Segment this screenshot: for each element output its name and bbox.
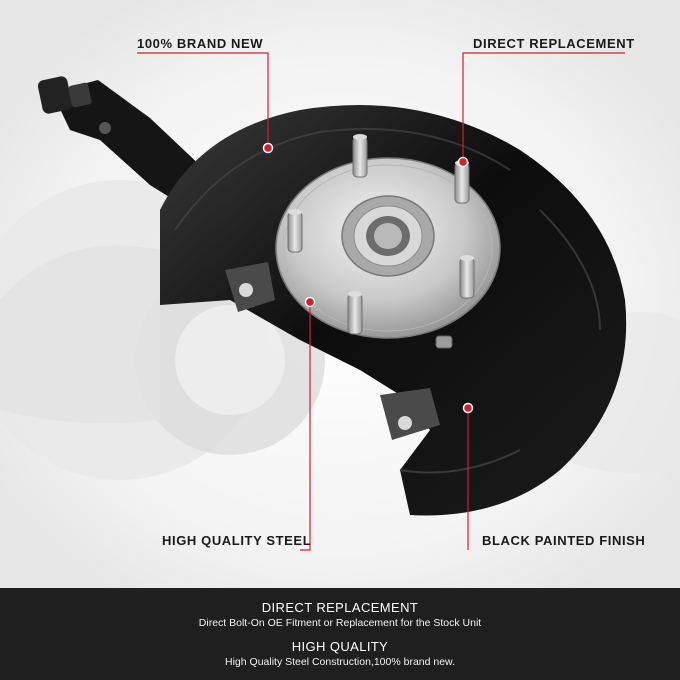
feature-description: High Quality Steel Construction,100% bra… [225,656,455,668]
callout-dot-icon [304,296,316,308]
feature-direct-replacement: DIRECT REPLACEMENT Direct Bolt-On OE Fit… [0,588,680,630]
callout-high-quality-steel: HIGH QUALITY STEEL [162,533,312,548]
callout-lines [137,52,625,551]
feature-title: HIGH QUALITY [291,639,389,654]
callout-direct-replacement: DIRECT REPLACEMENT [473,36,635,51]
callout-dot-icon [462,402,474,414]
callout-dot-icon [457,156,469,168]
steering-knuckle-hub-illustration [0,0,680,588]
feature-title: DIRECT REPLACEMENT [261,600,419,615]
feature-description: Direct Bolt-On OE Fitment or Replacement… [198,617,482,629]
feature-high-quality: HIGH QUALITY High Quality Steel Construc… [0,630,680,669]
callout-brand-new: 100% BRAND NEW [137,36,264,51]
callout-dot-icon [262,142,274,154]
product-hero: 100% BRAND NEW DIRECT REPLACEMENT HIGH Q… [0,0,680,588]
callout-black-painted-finish: BLACK PAINTED FINISH [482,533,646,548]
feature-footer: DIRECT REPLACEMENT Direct Bolt-On OE Fit… [0,588,680,680]
callout-dots [262,142,474,414]
